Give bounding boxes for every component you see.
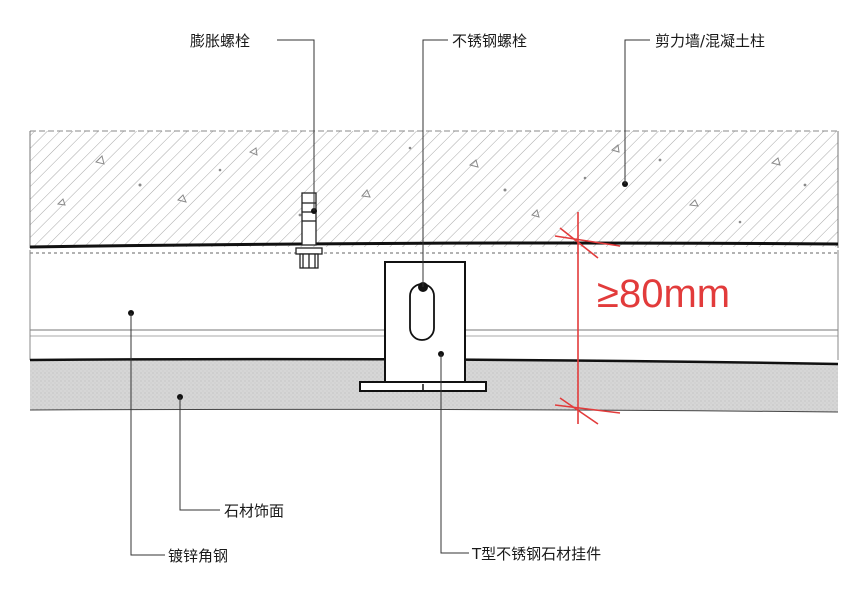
t-hanger xyxy=(359,261,487,392)
leader-lines xyxy=(130,39,650,556)
label-expansion-bolt: 膨胀螺栓 xyxy=(190,32,251,50)
wall-face-line xyxy=(29,241,839,249)
label-stainless-bolt: 不锈钢螺栓 xyxy=(452,32,528,50)
expansion-bolt xyxy=(295,192,323,269)
label-stone-facing: 石材饰面 xyxy=(224,502,285,520)
label-galvanized-angle: 镀锌角钢 xyxy=(168,547,229,565)
label-t-hanger: T型不锈钢石材挂件 xyxy=(472,545,602,563)
dimension-80mm xyxy=(554,212,621,425)
dimension-label: ≥80mm xyxy=(597,272,731,316)
label-shear-wall: 剪力墙/混凝土柱 xyxy=(655,32,766,50)
concrete-wall xyxy=(29,130,839,248)
